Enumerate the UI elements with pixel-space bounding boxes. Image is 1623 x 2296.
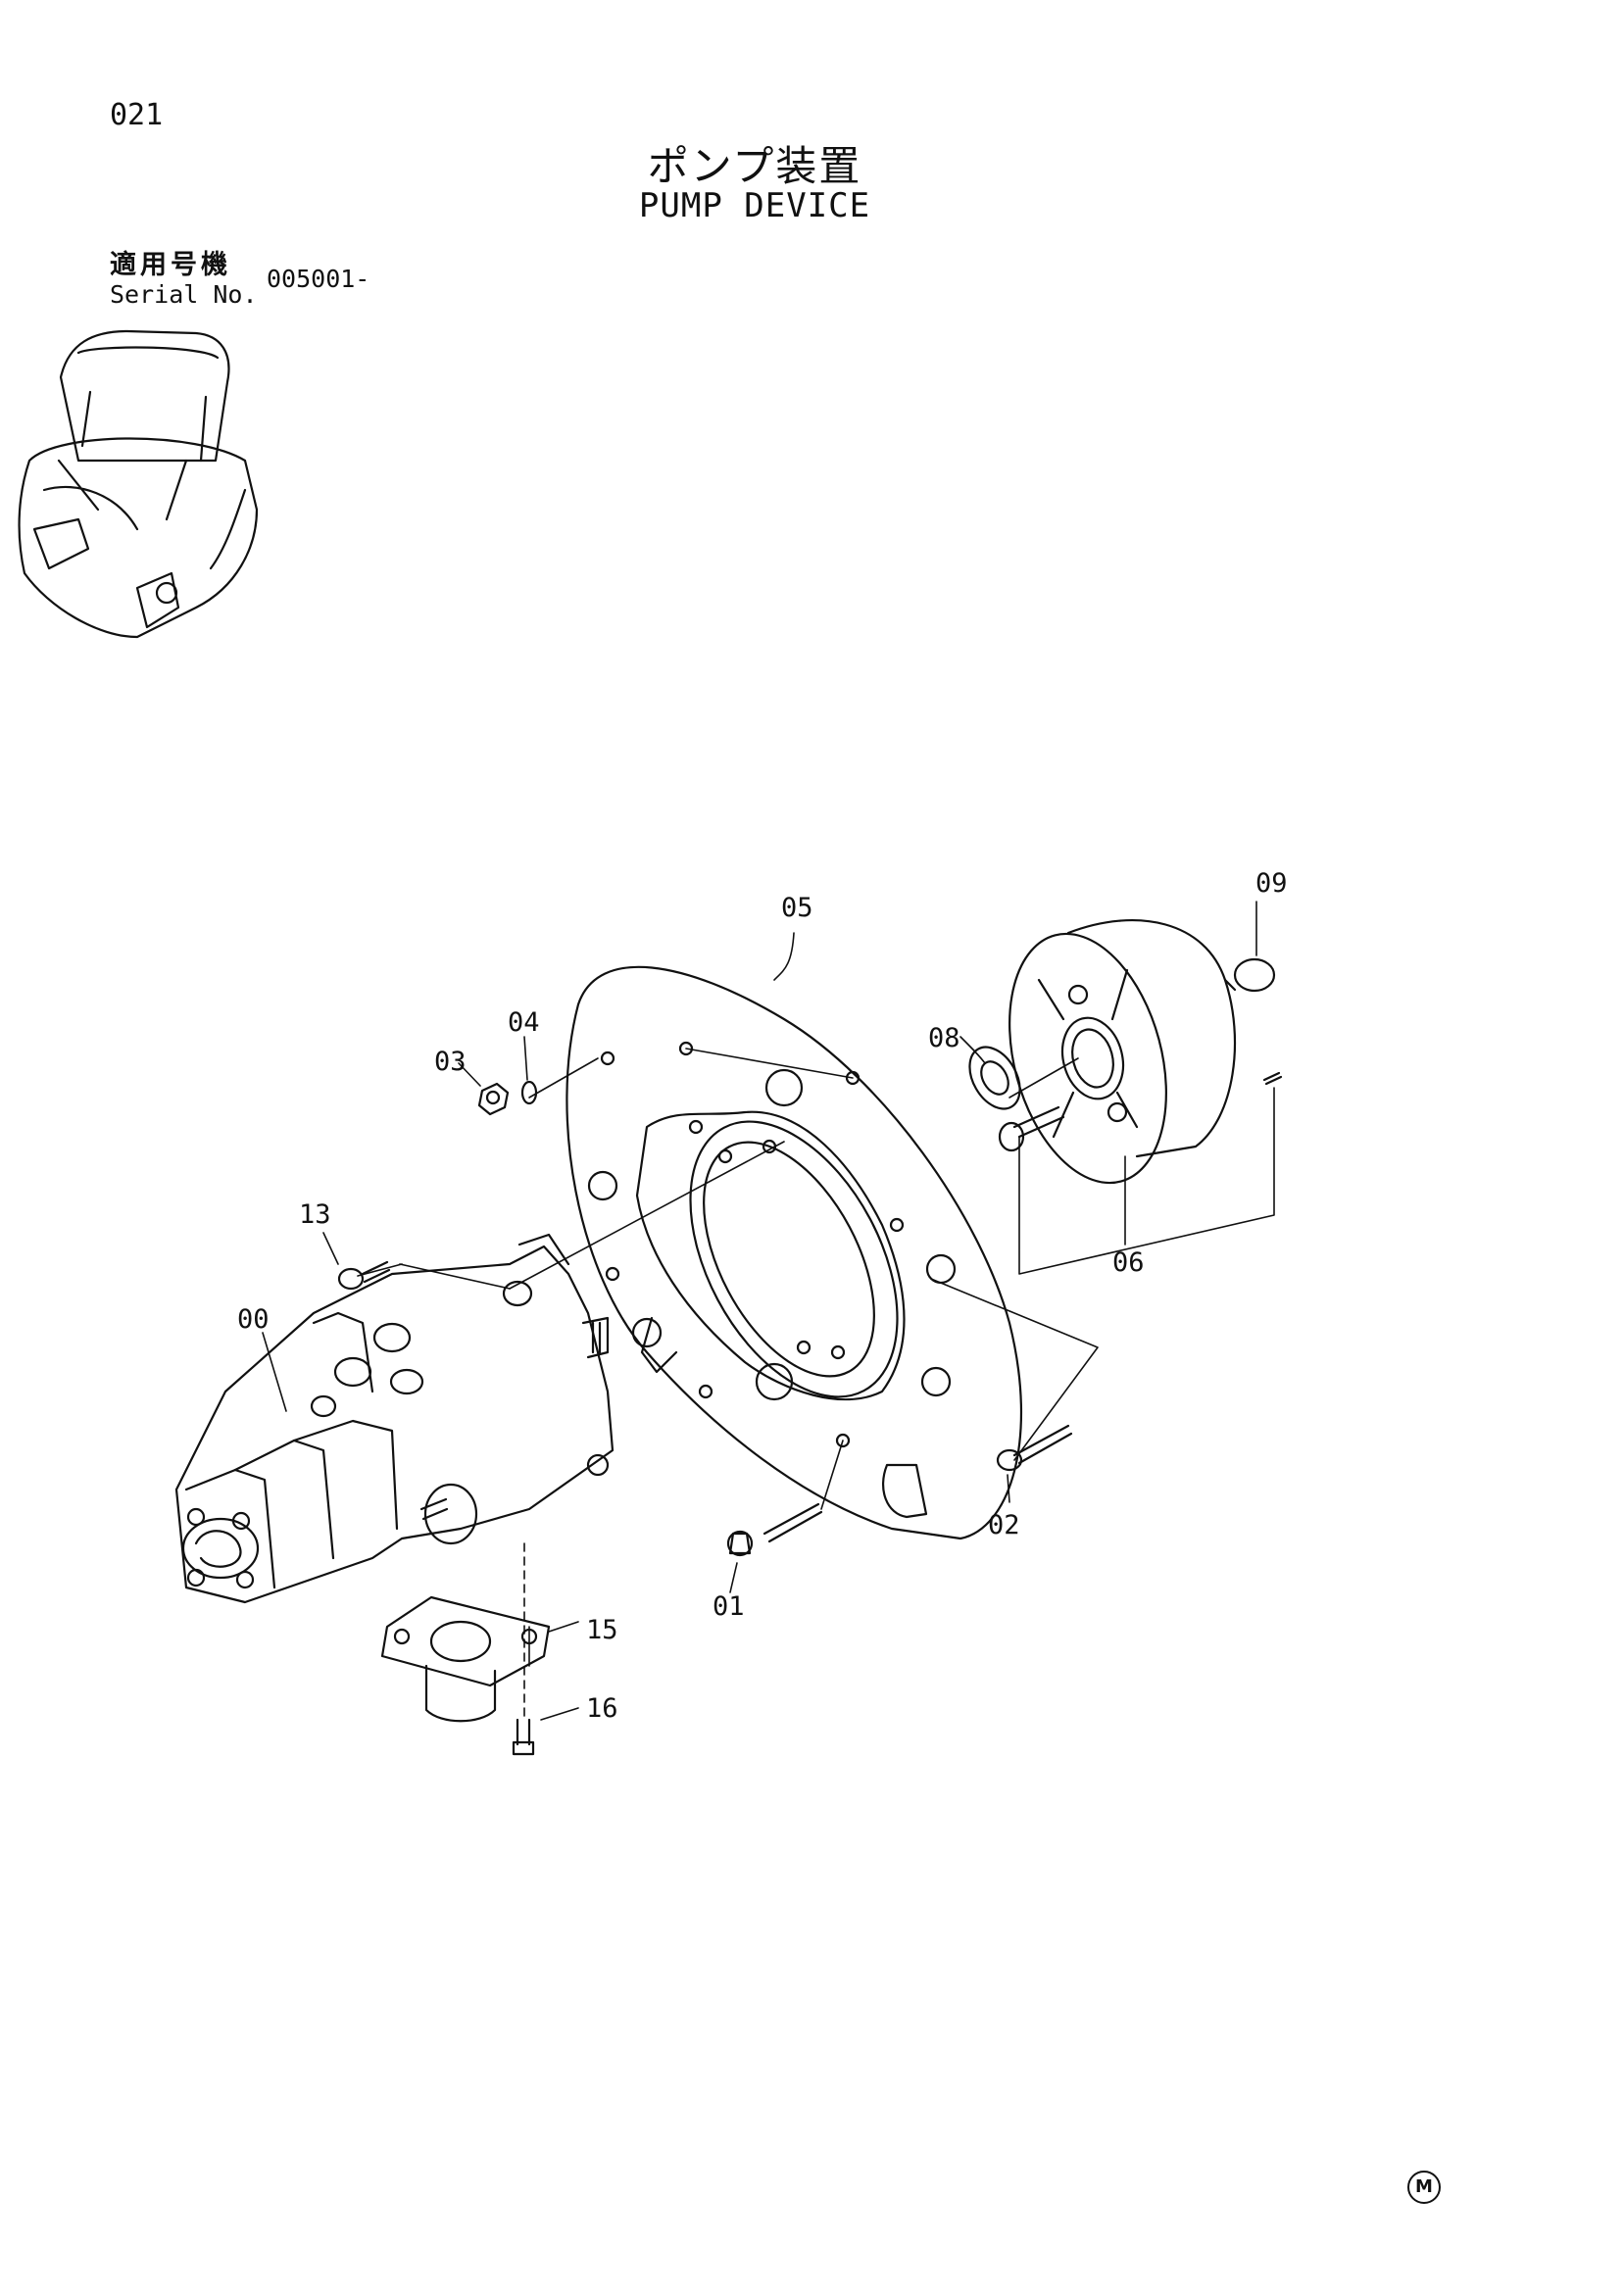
manufacturer-mark: M: [1407, 2171, 1441, 2204]
page-number: 021: [110, 98, 164, 132]
mounting-bolt-01: [726, 1502, 823, 1557]
part-label-13: 13: [299, 1199, 331, 1230]
part-label-05: 05: [781, 893, 813, 923]
serial-number: 005001-: [267, 265, 370, 293]
part-label-01: 01: [713, 1591, 745, 1622]
mounting-bolt-02: [996, 1424, 1073, 1472]
part-label-03: 03: [434, 1047, 467, 1077]
part-label-02: 02: [988, 1510, 1020, 1540]
part-label-15: 15: [586, 1615, 618, 1645]
part-label-06: 06: [1112, 1247, 1145, 1278]
cap: [1233, 957, 1283, 1086]
hydraulic-pump: [174, 1233, 615, 1604]
part-label-08: 08: [928, 1023, 960, 1053]
bearing: [968, 1046, 1021, 1110]
nut-03: [477, 1082, 510, 1116]
part-label-16: 16: [586, 1693, 618, 1724]
part-label-00: 00: [237, 1304, 270, 1335]
assembly-guide-lines: [357, 1048, 1275, 1721]
machine-thumbnail-icon: [18, 329, 259, 639]
coupling: [1008, 919, 1237, 1185]
page-title-en: PUMP DEVICE: [638, 186, 871, 225]
serial-label-jp: 適用号機: [110, 250, 231, 280]
leader-lines: [262, 901, 1257, 1721]
flywheel-housing: [566, 965, 1023, 1540]
pump-bolt-13: [337, 1260, 391, 1291]
page-title-jp: ポンプ装置: [647, 142, 862, 190]
part-label-04: 04: [508, 1007, 540, 1038]
serial-label-en: Serial No.: [110, 280, 258, 309]
washer-04: [520, 1080, 538, 1105]
part-label-09: 09: [1255, 868, 1288, 899]
flange-bolt: [512, 1718, 535, 1756]
coupling-bolt: [998, 1105, 1065, 1152]
